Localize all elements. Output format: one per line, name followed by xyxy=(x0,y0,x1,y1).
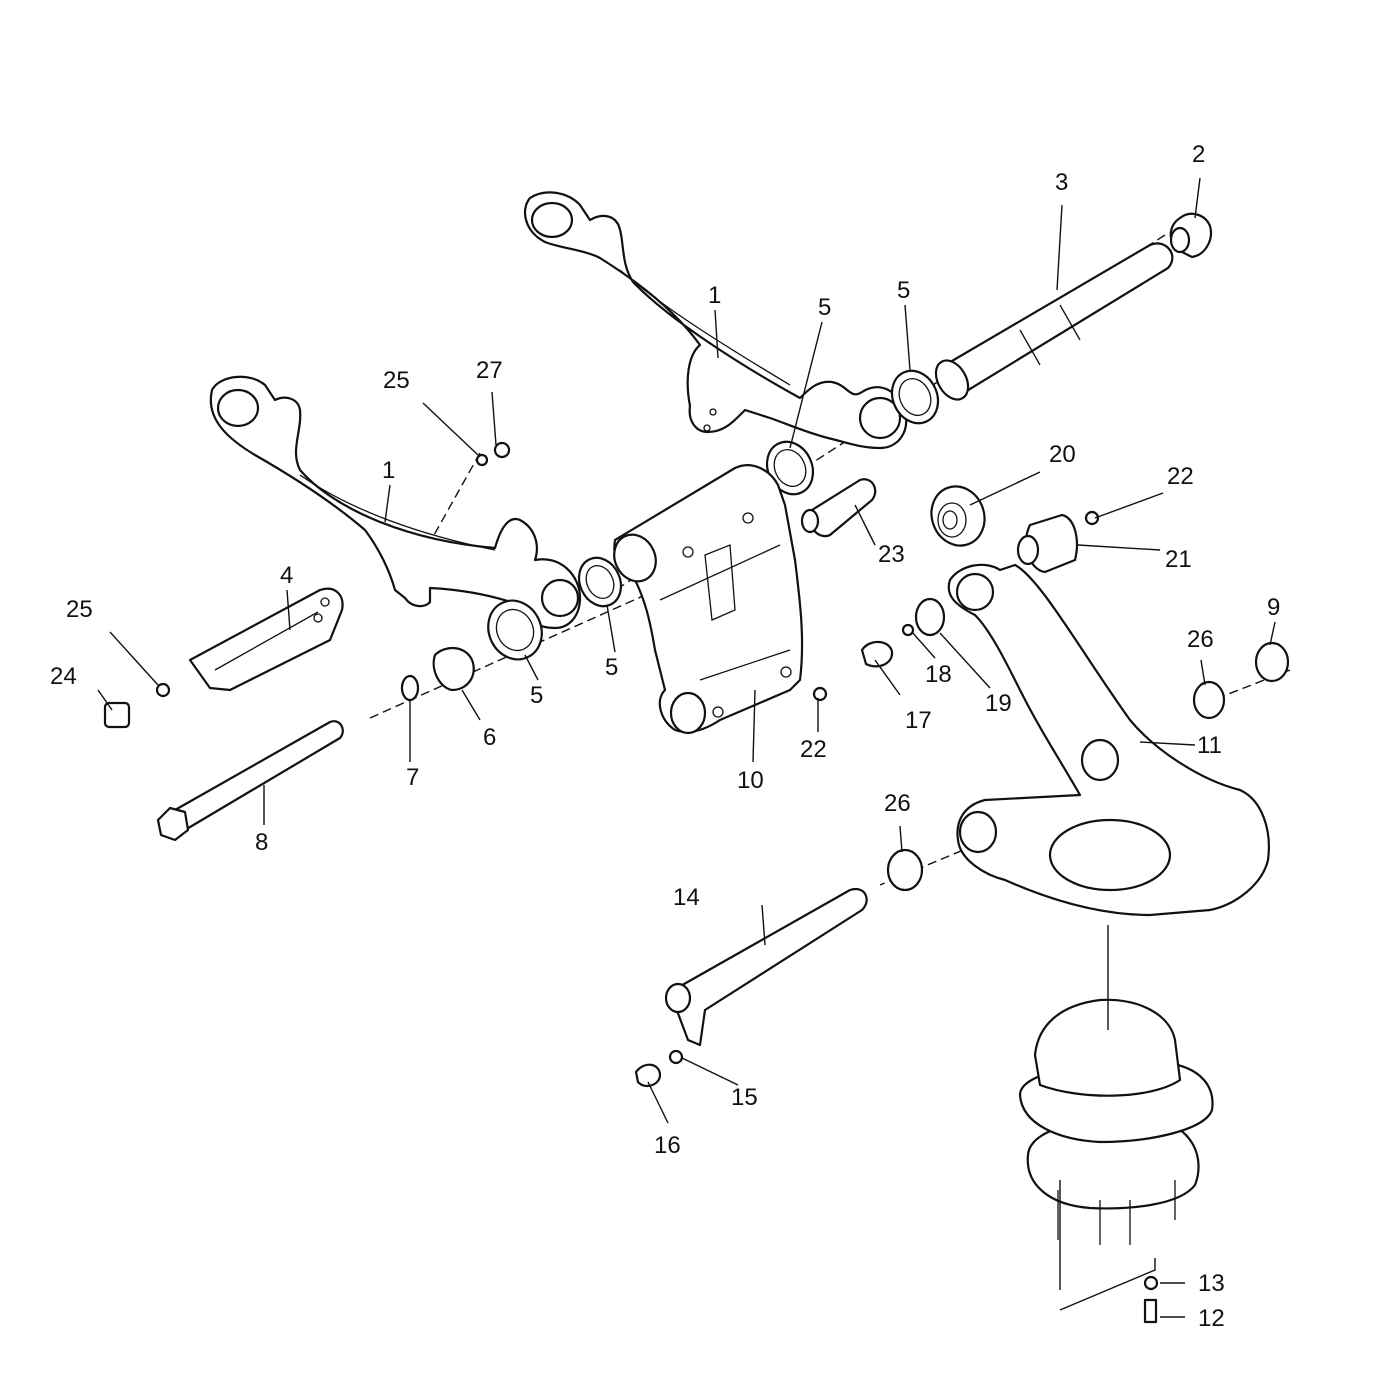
bolt-17 xyxy=(860,640,894,668)
washer-25-upper xyxy=(475,453,489,467)
callout-5-b: 5 xyxy=(897,277,910,304)
part-21-bushing xyxy=(1016,513,1079,574)
callout-15: 15 xyxy=(731,1084,758,1111)
leader-lines xyxy=(97,177,1276,1318)
callouts: 1 1 2 3 4 5 5 5 5 6 7 8 9 10 11 12 13 14… xyxy=(50,141,1280,1332)
washer-19 xyxy=(914,597,946,637)
part-23-fitting xyxy=(800,478,877,538)
screw-12 xyxy=(1143,1298,1158,1324)
fitting-22-lower xyxy=(812,686,828,702)
callout-5-c: 5 xyxy=(605,654,618,681)
arm-eye-hole-lower xyxy=(216,388,260,428)
fitting-22-upper xyxy=(1084,510,1100,526)
callout-18: 18 xyxy=(925,661,952,688)
callout-26-lower: 26 xyxy=(884,790,911,817)
callout-23: 23 xyxy=(878,541,905,568)
callout-22-upper: 22 xyxy=(1167,463,1194,490)
part-4-bracket xyxy=(188,587,344,692)
callout-5-a: 5 xyxy=(818,294,831,321)
part-2-cap xyxy=(1169,212,1213,259)
callout-26-right: 26 xyxy=(1187,626,1214,653)
part-6-bushing xyxy=(432,647,475,692)
part-10-housing xyxy=(613,464,804,735)
callout-16: 16 xyxy=(654,1132,681,1159)
callout-27: 27 xyxy=(476,357,503,384)
callout-9: 9 xyxy=(1267,594,1280,621)
ring-26-right xyxy=(1192,680,1226,720)
callout-2: 2 xyxy=(1192,141,1205,168)
part-5-rings xyxy=(487,369,940,661)
callout-6: 6 xyxy=(483,724,496,751)
hub-assembly xyxy=(1018,998,1214,1245)
part-11-knuckle xyxy=(947,563,1270,917)
ring-5-a xyxy=(890,369,940,425)
ring-5-d xyxy=(487,599,543,661)
part-20-bearing xyxy=(930,485,986,547)
callout-3: 3 xyxy=(1055,169,1068,196)
washer-15 xyxy=(668,1049,684,1065)
callout-8: 8 xyxy=(255,829,268,856)
parts-6-7 xyxy=(400,647,475,702)
callout-25-lower: 25 xyxy=(66,596,93,623)
callout-11: 11 xyxy=(1197,732,1222,759)
washer-13 xyxy=(1143,1275,1159,1291)
washer-25-lower xyxy=(155,682,171,698)
callout-24: 24 xyxy=(50,663,77,690)
small-fasteners xyxy=(103,441,1290,1324)
callout-4: 4 xyxy=(280,562,293,589)
nut-27 xyxy=(493,441,511,459)
washer-18 xyxy=(901,623,915,637)
hub-motor-body xyxy=(1033,998,1182,1097)
part-7-washer xyxy=(400,674,420,702)
callout-17: 17 xyxy=(905,707,932,734)
part-1-lower-arm xyxy=(209,375,582,630)
callout-7: 7 xyxy=(406,764,419,791)
bolt-16 xyxy=(634,1063,662,1088)
callout-1-lower-arm: 1 xyxy=(382,457,395,484)
callout-12: 12 xyxy=(1198,1305,1225,1332)
callout-10: 10 xyxy=(737,767,764,794)
washer-9 xyxy=(1254,641,1290,683)
arm-eye-hole xyxy=(530,201,574,239)
callout-19: 19 xyxy=(985,690,1012,717)
callout-21: 21 xyxy=(1165,546,1192,573)
callout-13: 13 xyxy=(1198,1270,1225,1297)
callout-5-d: 5 xyxy=(530,682,543,709)
callout-20: 20 xyxy=(1049,441,1076,468)
bolt-24 xyxy=(103,701,131,729)
part-8-bolt xyxy=(156,720,344,842)
callout-14: 14 xyxy=(673,884,700,911)
callout-25-upper: 25 xyxy=(383,367,410,394)
part-3-pin xyxy=(934,242,1174,401)
callout-22-lower: 22 xyxy=(800,736,827,763)
part-14-pin xyxy=(664,887,868,1047)
callout-1-upper-arm: 1 xyxy=(708,282,721,309)
ring-26-lower xyxy=(886,848,924,892)
part-1-upper-arm xyxy=(523,191,908,450)
